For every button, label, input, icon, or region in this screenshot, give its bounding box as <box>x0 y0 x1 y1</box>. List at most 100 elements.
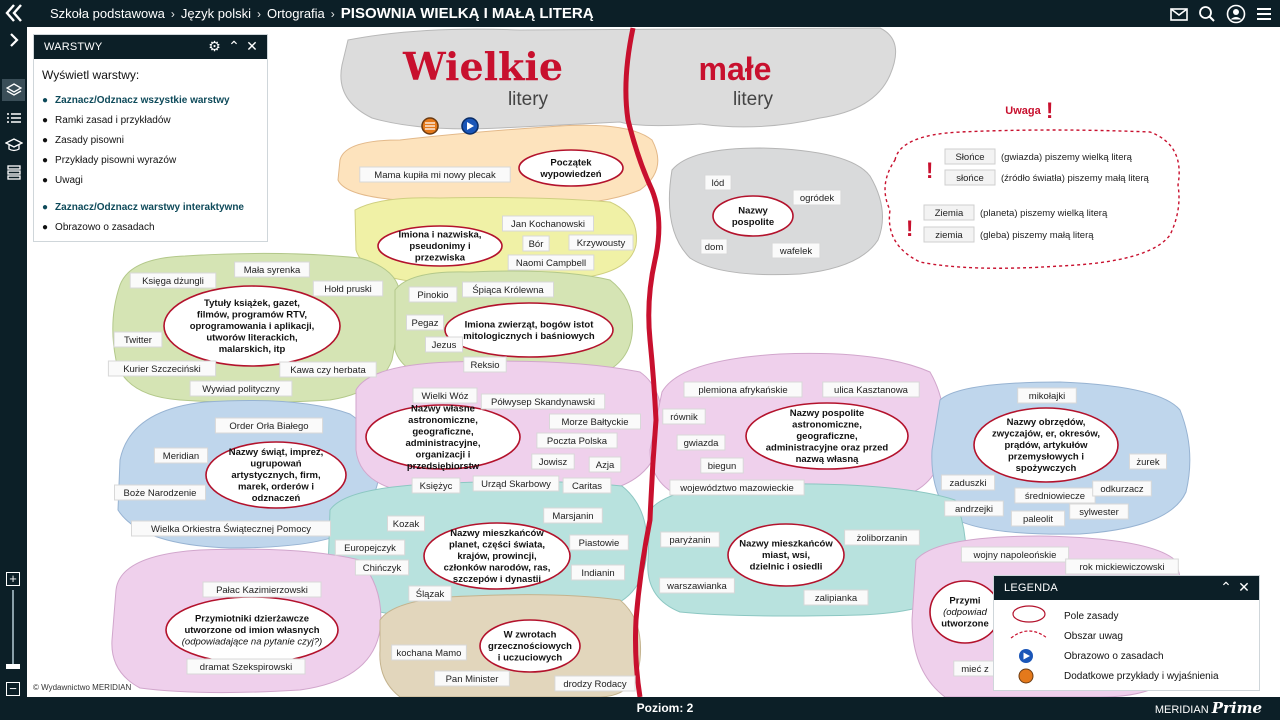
example-box[interactable]: Kozak <box>387 515 425 532</box>
example-box[interactable]: kochana Mamo <box>391 644 467 661</box>
example-box[interactable]: Hołd pruski <box>312 280 384 297</box>
layer-toggle[interactable]: ●Obrazowo o zasadach <box>42 217 267 237</box>
example-box[interactable]: Boże Narodzenie <box>114 484 206 501</box>
eye-icon[interactable]: ● <box>42 201 49 213</box>
legend-panel-header[interactable]: LEGENDA ⌃ ✕ <box>994 576 1259 600</box>
rule-ellipse[interactable]: Nazwy obrzędów,zwyczajów, er, okresów,pr… <box>973 407 1119 483</box>
close-icon[interactable]: ✕ <box>246 38 258 54</box>
rule-ellipse[interactable]: Tytuły książek, gazet,filmów, programów … <box>163 285 341 367</box>
example-box[interactable]: Poczta Polska <box>536 432 618 449</box>
example-box[interactable]: Ślązak <box>408 585 452 602</box>
example-box[interactable]: Krzywousty <box>568 234 634 251</box>
example-box[interactable]: Księżyc <box>411 477 461 494</box>
eye-icon[interactable]: ● <box>42 114 49 126</box>
example-box[interactable]: Order Orła Białego <box>214 417 324 434</box>
example-box[interactable]: Pegaz <box>406 314 444 331</box>
collapse-chevron-icon[interactable]: ⌃ <box>228 38 240 54</box>
example-box[interactable]: Urząd Skarbowy <box>472 475 560 492</box>
example-box[interactable]: województwo mazowieckie <box>669 479 805 496</box>
back-chevron-icon[interactable] <box>4 2 24 24</box>
example-box[interactable]: plemiona afrykańskie <box>683 381 803 398</box>
example-box[interactable]: Pan Minister <box>434 670 510 687</box>
example-box[interactable]: rok mickiewiczowski <box>1065 558 1179 575</box>
example-box[interactable]: Mała syrenka <box>234 261 310 278</box>
list-icon[interactable] <box>2 107 25 129</box>
example-box[interactable]: Chińczyk <box>354 559 410 576</box>
example-box[interactable]: warszawianka <box>659 577 735 594</box>
rule-ellipse[interactable]: Nazwy świąt, imprez,ugrupowańartystyczny… <box>205 441 347 509</box>
eye-icon[interactable]: ● <box>42 134 49 146</box>
close-icon[interactable]: ✕ <box>1238 579 1250 595</box>
example-box[interactable]: mieć z <box>953 660 997 677</box>
example-box[interactable]: Piastowie <box>569 534 629 551</box>
example-box[interactable]: żurek <box>1129 453 1167 470</box>
example-box[interactable]: paryżanin <box>660 531 720 548</box>
layer-toggle[interactable]: ●Uwagi <box>42 170 267 190</box>
example-box[interactable]: Twitter <box>113 331 163 348</box>
rule-ellipse[interactable]: Imiona zwierząt, bogów istotmitologiczny… <box>444 302 614 358</box>
eye-icon[interactable]: ● <box>42 221 49 233</box>
eye-icon[interactable]: ● <box>42 154 49 166</box>
example-box[interactable]: Meridian <box>153 447 209 464</box>
breadcrumb-item[interactable]: Ortografia <box>266 6 325 21</box>
example-box[interactable]: zalipianka <box>803 589 869 606</box>
example-box[interactable]: Jan Kochanowski <box>502 215 594 232</box>
example-box[interactable]: lód <box>704 174 732 191</box>
mail-icon[interactable] <box>1169 4 1189 24</box>
example-box[interactable]: andrzejki <box>944 500 1004 517</box>
example-box[interactable]: Śpiąca Królewna <box>462 281 554 298</box>
example-box[interactable]: Wielki Wóz <box>412 387 478 404</box>
example-box[interactable]: biegun <box>700 457 744 474</box>
example-box[interactable]: Morze Bałtyckie <box>549 413 641 430</box>
example-box[interactable]: równik <box>662 408 706 425</box>
expand-chevron-icon[interactable] <box>2 29 25 51</box>
example-box[interactable]: dom <box>700 238 728 255</box>
example-box[interactable]: Jezus <box>425 336 463 353</box>
layer-toggle-all[interactable]: ●Zaznacz/Odznacz wszystkie warstwy <box>42 90 267 110</box>
example-box[interactable]: ulica Kasztanowa <box>822 381 920 398</box>
example-box[interactable]: Caritas <box>562 477 612 494</box>
example-box[interactable]: Wielka Orkiestra Świątecznej Pomocy <box>131 520 331 537</box>
graduation-cap-icon[interactable] <box>2 134 25 156</box>
zoom-track[interactable] <box>12 590 14 664</box>
example-box[interactable]: Azja <box>588 456 622 473</box>
example-box[interactable]: Naomi Campbell <box>507 254 595 271</box>
menu-icon[interactable] <box>1254 4 1274 24</box>
layers-icon[interactable] <box>2 79 25 101</box>
example-box[interactable]: Wywiad polityczny <box>189 380 293 397</box>
example-box[interactable]: wojny napoleońskie <box>960 546 1070 563</box>
layers-panel-header[interactable]: WARSTWY ⚙ ⌃ ✕ <box>34 35 267 59</box>
example-box[interactable]: odkurzacz <box>1092 480 1152 497</box>
rule-ellipse[interactable]: Nazwy pospoliteastronomiczne,geograficzn… <box>745 402 909 470</box>
example-box[interactable]: sylwester <box>1069 503 1129 520</box>
example-box[interactable]: Indianin <box>570 564 626 581</box>
example-box[interactable]: Księga dżungli <box>129 272 217 289</box>
breadcrumb-item[interactable]: Szkoła podstawowa <box>50 6 165 21</box>
example-box[interactable]: gwiazda <box>676 434 726 451</box>
example-box[interactable]: Reksio <box>463 356 507 373</box>
search-icon[interactable] <box>1197 4 1217 24</box>
settings-gear-icon[interactable]: ⚙ <box>208 38 221 54</box>
zoom-out-button[interactable]: − <box>6 682 20 696</box>
example-box[interactable]: ogródek <box>792 189 842 206</box>
example-box[interactable]: Pinokio <box>408 286 458 303</box>
rule-ellipse[interactable]: Nazwy własneastronomiczne,geograficzne,a… <box>365 403 521 472</box>
example-box[interactable]: mikołajki <box>1017 387 1077 404</box>
example-box[interactable]: Kawa czy herbata <box>279 361 377 378</box>
example-box[interactable]: Pałac Kazimierzowski <box>202 581 322 598</box>
example-box[interactable]: Półwysep Skandynawski <box>480 393 606 410</box>
layer-toggle-interactive[interactable]: ●Zaznacz/Odznacz warstwy interaktywne <box>42 197 267 217</box>
layer-toggle[interactable]: ●Zasady pisowni <box>42 130 267 150</box>
slides-icon[interactable] <box>2 161 25 183</box>
layer-toggle[interactable]: ●Ramki zasad i przykładów <box>42 110 267 130</box>
zoom-in-button[interactable]: + <box>6 572 20 586</box>
example-box[interactable]: żoliborzanin <box>844 529 920 546</box>
example-box[interactable]: drodzy Rodacy <box>554 675 636 692</box>
